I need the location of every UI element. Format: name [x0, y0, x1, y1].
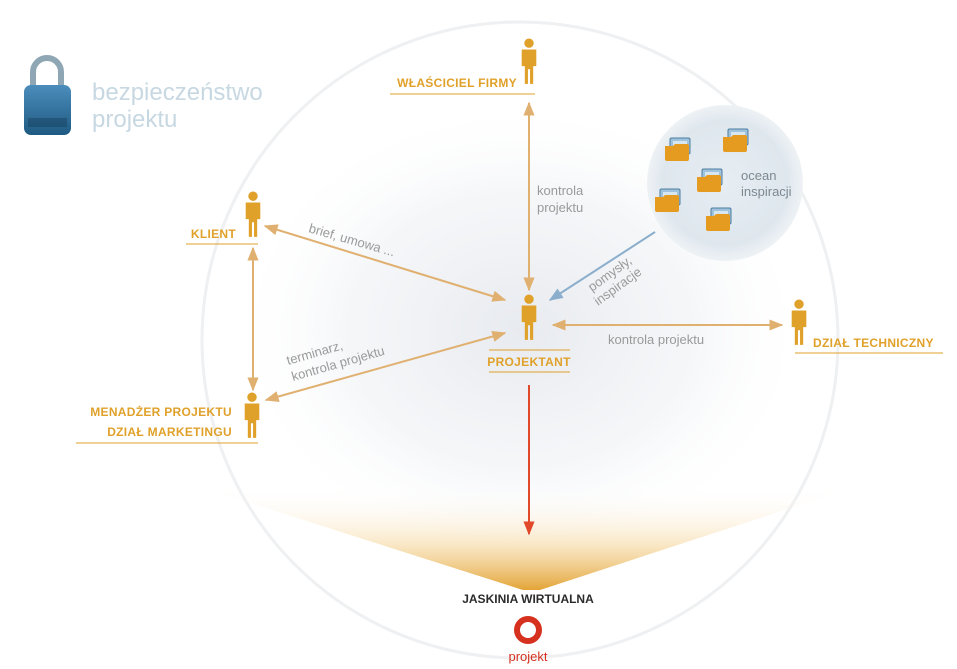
node-owner: WŁAŚCICIEL FIRMY — [390, 38, 537, 95]
node-designer: PROJEKTANT — [487, 294, 571, 373]
person-icon — [521, 38, 537, 84]
ocean-circle — [647, 105, 803, 261]
funnel-shape — [200, 487, 855, 590]
designer-label: PROJEKTANT — [487, 355, 571, 369]
tech-label: DZIAŁ TECHNICZNY — [813, 336, 934, 350]
title-line-2: projektu — [92, 106, 177, 133]
arrow-client-designer — [263, 224, 507, 302]
lock-icon — [24, 55, 71, 135]
edge-label-owner-2: projektu — [537, 200, 583, 215]
ocean-label-2: inspiracji — [741, 184, 792, 199]
node-client: KLIENT — [186, 191, 261, 245]
person-icon — [245, 191, 261, 237]
ring-icon — [514, 616, 542, 644]
manager-label-2: DZIAŁ MARKETINGU — [107, 425, 232, 439]
node-manager: MENADŻER PROJEKTU DZIAŁ MARKETINGU — [76, 392, 260, 444]
cave-label: JASKINIA WIRTUALNA — [462, 592, 594, 606]
ocean-label-1: ocean — [741, 168, 776, 183]
title-line-1: bezpieczeństwo — [92, 79, 263, 106]
arrow-manager-designer — [264, 331, 507, 402]
manager-label-1: MENADŻER PROJEKTU — [90, 404, 232, 419]
arrow-ocean-designer — [548, 231, 656, 301]
output-label: projekt — [508, 649, 547, 664]
edge-label-tech: kontrola projektu — [608, 332, 704, 347]
owner-label: WŁAŚCICIEL FIRMY — [397, 75, 517, 90]
client-label: KLIENT — [191, 227, 236, 241]
ocean-of-inspiration: ocean inspiracji — [647, 105, 803, 261]
edge-label-owner-1: kontrola — [537, 183, 584, 198]
background-ring — [200, 20, 840, 660]
node-tech: DZIAŁ TECHNICZNY — [791, 299, 943, 354]
